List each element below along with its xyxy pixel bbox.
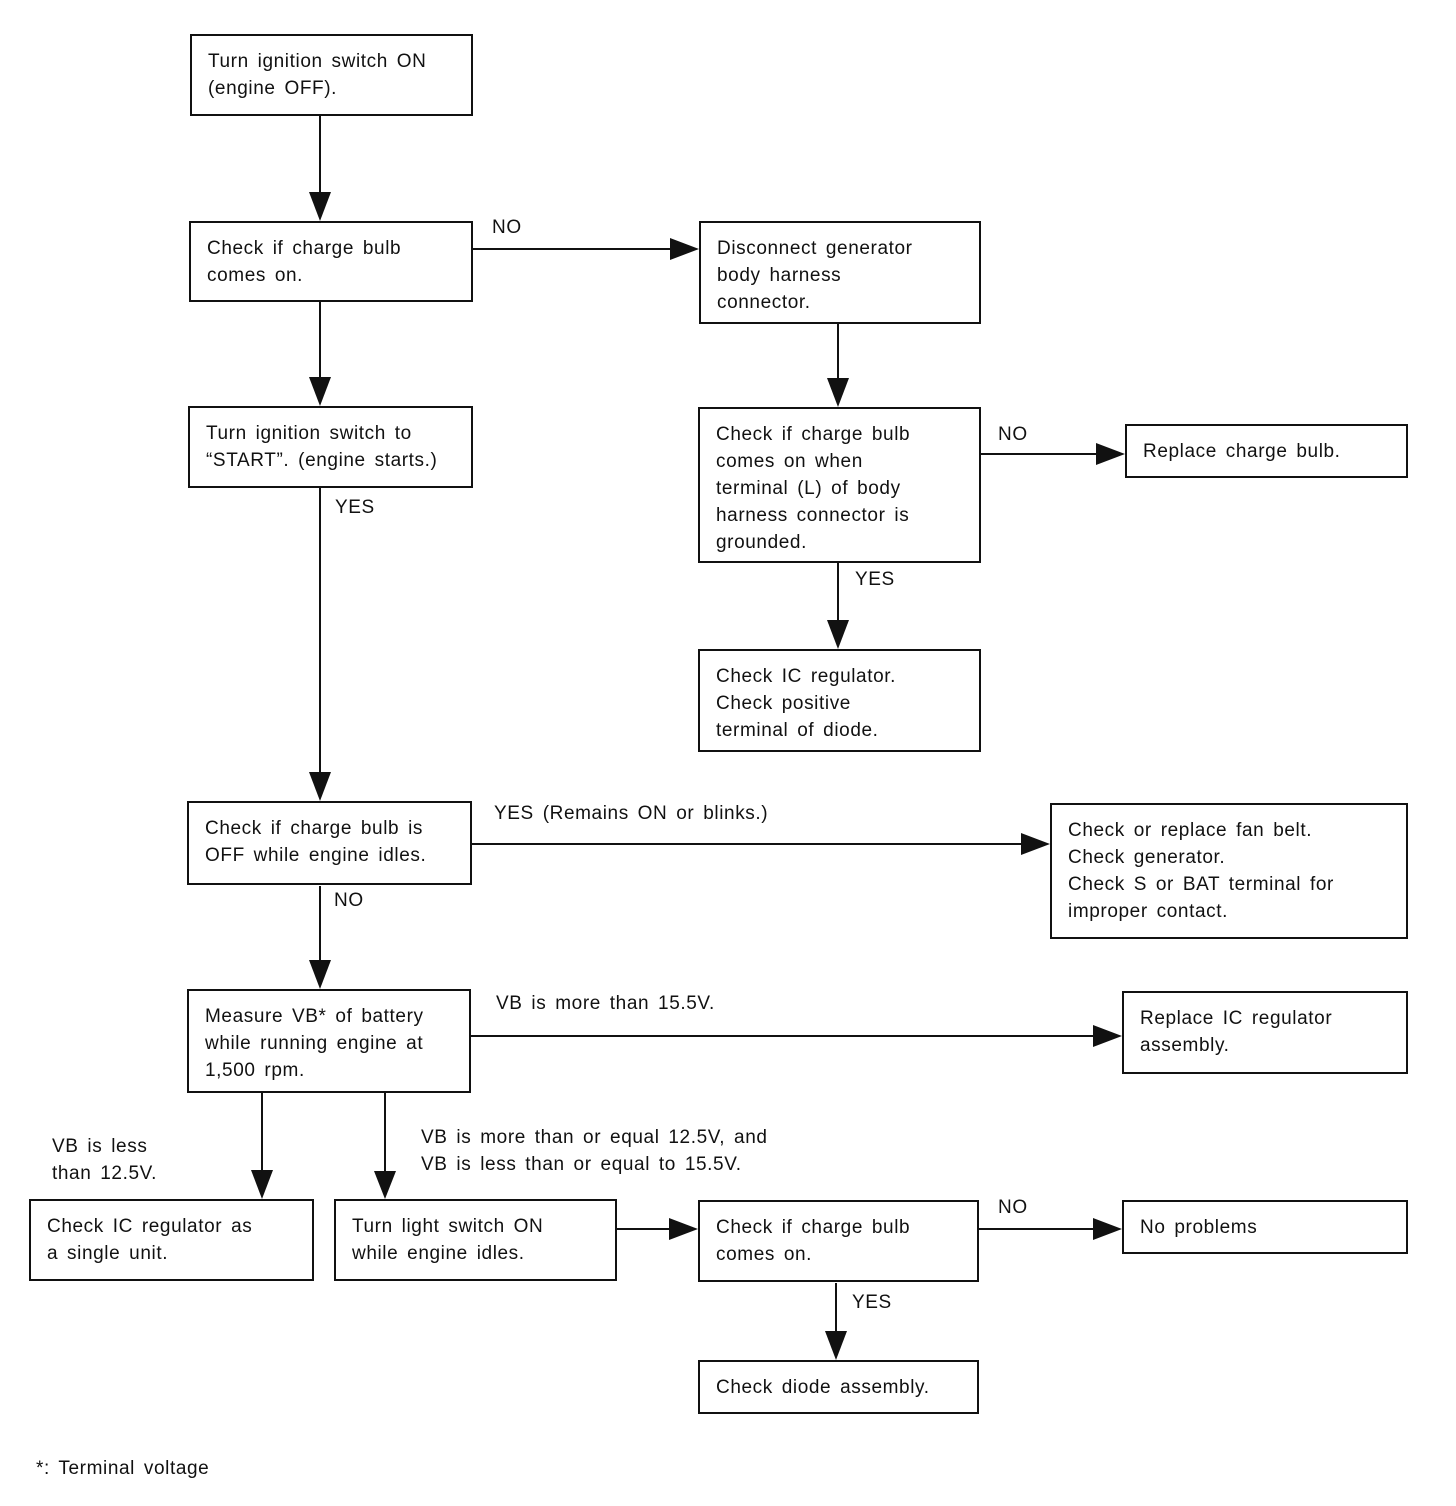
arrowhead-right (1096, 443, 1125, 465)
label-vb-more-than: VB is more than 15.5V. (496, 993, 715, 1014)
label-yes-remains-on: YES (Remains ON or blinks.) (494, 803, 769, 824)
arrowhead-down (827, 378, 849, 407)
step-check-bulb-off-idle: Check if charge bulb is OFF while engine… (187, 801, 472, 885)
label-no-grounded: NO (998, 424, 1028, 445)
step-disconnect-harness: Disconnect generator body harness connec… (699, 221, 981, 324)
step-check-charge-bulb: Check if charge bulb comes on. (189, 221, 473, 302)
arrowhead-down (251, 1170, 273, 1199)
step-ignition-on: Turn ignition switch ON (engine OFF). (190, 34, 473, 116)
arrowhead-right (670, 238, 699, 260)
arrowhead-right (1093, 1025, 1122, 1047)
arrowhead-down (309, 960, 331, 989)
arrowhead-right (1021, 833, 1050, 855)
step-check-fan-belt-generator: Check or replace fan belt. Check generat… (1050, 803, 1408, 939)
step-replace-charge-bulb: Replace charge bulb. (1125, 424, 1408, 478)
label-no-idle: NO (334, 890, 364, 911)
label-vb-less-than: VB is less than 12.5V. (52, 1136, 158, 1184)
arrowhead-right (669, 1218, 698, 1240)
arrowhead-down (827, 620, 849, 649)
label-vb-between: VB is more than or equal 12.5V, and VB i… (421, 1127, 768, 1175)
label-no-light: NO (998, 1197, 1028, 1218)
step-check-diode-assembly: Check diode assembly. (698, 1360, 979, 1414)
step-measure-vb: Measure VB* of battery while running eng… (187, 989, 471, 1093)
arrowhead-down (825, 1331, 847, 1360)
step-check-bulb-grounded: Check if charge bulb comes on when termi… (698, 407, 981, 563)
label-no-bulb: NO (492, 217, 522, 238)
label-yes-grounded: YES (855, 569, 895, 590)
step-check-charge-bulb-2: Check if charge bulb comes on. (698, 1200, 979, 1282)
step-replace-ic-regulator: Replace IC regulator assembly. (1122, 991, 1408, 1074)
step-check-ic-single-unit: Check IC regulator as a single unit. (29, 1199, 314, 1281)
step-turn-light-switch-on: Turn light switch ON while engine idles. (334, 1199, 617, 1281)
arrowhead-down (374, 1171, 396, 1199)
label-yes-light: YES (852, 1292, 892, 1313)
arrowhead-right (1093, 1218, 1122, 1240)
arrowhead-down (309, 192, 331, 221)
step-no-problems: No problems (1122, 1200, 1408, 1254)
step-check-ic-regulator-diode: Check IC regulator. Check positive termi… (698, 649, 981, 752)
arrowhead-down (309, 377, 331, 406)
arrowhead-down (309, 772, 331, 801)
label-yes-start: YES (335, 497, 375, 518)
footnote-terminal-voltage: *: Terminal voltage (36, 1458, 210, 1479)
step-ignition-start: Turn ignition switch to “START”. (engine… (188, 406, 473, 488)
